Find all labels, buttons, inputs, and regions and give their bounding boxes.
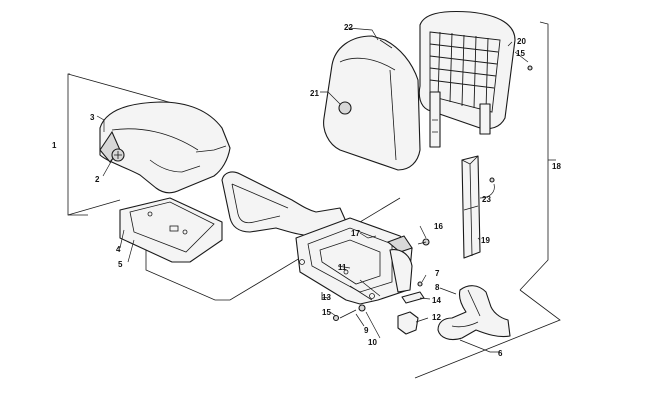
callout-13: 13: [322, 293, 331, 302]
backrest-frame: [418, 10, 516, 148]
screw-icon-23: [489, 177, 495, 183]
nut-icon-15b: [332, 314, 340, 322]
seat-cushion: [99, 101, 231, 194]
bolt-9: [339, 309, 357, 319]
callout-6: 6: [498, 349, 503, 358]
callout-3: 3: [90, 113, 95, 122]
callout-14: 14: [432, 296, 441, 305]
screw-icon-15a: [527, 65, 533, 71]
callout-9: 9: [364, 326, 369, 335]
seat-base-pan: [119, 197, 223, 263]
callout-22: 22: [344, 23, 353, 32]
callout-23: 23: [482, 195, 491, 204]
clip-14: [401, 291, 425, 304]
bolt-16: [417, 241, 427, 245]
spring-icon-10: [358, 304, 366, 312]
callout-19: 19: [481, 236, 490, 245]
callout-17: 17: [351, 229, 360, 238]
callout-12: 12: [432, 313, 441, 322]
bracket-seat-group: [67, 73, 88, 216]
callout-5: 5: [118, 260, 123, 269]
callout-18: 18: [552, 162, 561, 171]
callout-labels: 1 2 3 4 5 6 7 8 9 10 11 12 13 14 15 15 1…: [52, 23, 561, 358]
callout-11: 11: [338, 263, 347, 272]
callout-15a: 15: [516, 49, 525, 58]
support-tube: [461, 155, 481, 259]
callout-20: 20: [517, 37, 526, 46]
bracket-handle-group: [414, 289, 561, 379]
callout-1: 1: [52, 141, 57, 150]
callout-10: 10: [368, 338, 377, 347]
washer-icon-7: [417, 281, 423, 287]
callout-21: 21: [310, 89, 319, 98]
callout-2: 2: [95, 175, 100, 184]
logo-badge-icon-back: [338, 101, 352, 115]
bracket-backrest-group: [519, 21, 556, 291]
seat-back-cushion: [323, 35, 421, 171]
callout-7: 7: [435, 269, 440, 278]
grab-handle-front: [437, 285, 511, 341]
callout-8: 8: [435, 283, 440, 292]
seat-frame-bracket: [295, 217, 413, 305]
callout-4: 4: [116, 245, 121, 254]
leader-lines: [96, 27, 529, 339]
callout-16: 16: [434, 222, 443, 231]
callout-15b: 15: [322, 308, 331, 317]
latch-12: [397, 311, 419, 335]
